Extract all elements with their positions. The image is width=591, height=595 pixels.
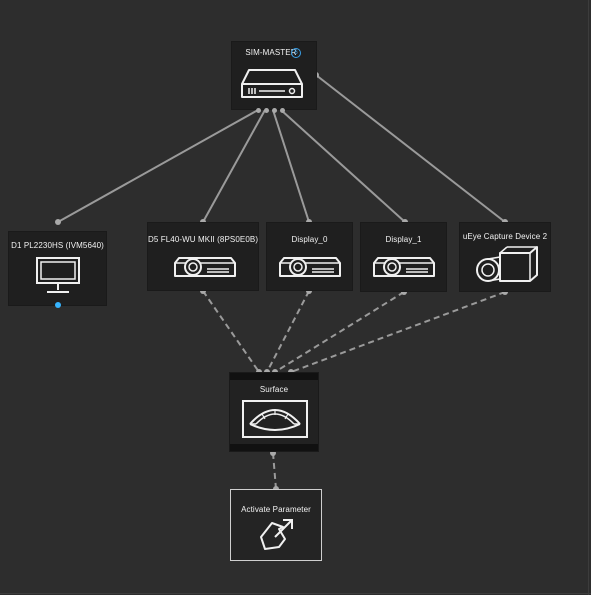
sim-master-node[interactable]: SIM-MASTER 6 <box>231 41 317 113</box>
projector-d5-title: D5 FL40-WU MKII (8PS0E0B) <box>148 235 259 244</box>
ueye-capture-title: uEye Capture Device 2 <box>462 232 548 241</box>
activate-parameter-node[interactable]: Activate Parameter <box>230 489 322 561</box>
ueye-capture-node[interactable]: uEye Capture Device 2 <box>459 222 551 292</box>
monitor-icon <box>35 256 81 296</box>
dashed-wire-d5-surface <box>202 290 260 373</box>
display-d1-status-indicator <box>55 302 61 308</box>
canvas-border-right <box>588 0 589 595</box>
dashed-wire-display1-surface <box>274 291 405 373</box>
camera-icon <box>474 245 540 287</box>
surface-title: Surface <box>259 385 289 394</box>
share-arrow-icon <box>257 517 297 557</box>
display-d1-title: D1 PL2230HS (IVM5640) <box>11 241 104 250</box>
dashed-wire-display0-surface <box>266 290 310 373</box>
wire-master-ueye <box>315 74 506 223</box>
wire-master-display0 <box>272 109 310 223</box>
wire-master-d5 <box>202 109 266 223</box>
display-1-title: Display_1 <box>385 235 422 244</box>
activate-parameter-title: Activate Parameter <box>241 505 311 514</box>
display-d1-node[interactable]: D1 PL2230HS (IVM5640) <box>8 231 107 308</box>
dashed-wire-surface-parameter <box>272 452 277 490</box>
sim-master-badge: 6 <box>291 48 301 58</box>
display-0-node[interactable]: Display_0 <box>266 222 353 291</box>
sim-master-port-4[interactable] <box>280 108 285 113</box>
display-1-node[interactable]: Display_1 <box>360 222 447 292</box>
server-icon <box>241 64 303 100</box>
projector-icon <box>278 250 342 280</box>
surface-node[interactable]: Surface <box>229 372 319 452</box>
sim-master-port-1[interactable] <box>256 108 261 113</box>
sim-master-title: SIM-MASTER <box>245 48 297 57</box>
projector-d5-node[interactable]: D5 FL40-WU MKII (8PS0E0B) <box>147 222 259 291</box>
projector-icon <box>173 250 237 280</box>
dashed-wire-ueye-surface <box>290 291 506 373</box>
sim-master-port-row <box>256 108 296 115</box>
sim-master-port-2[interactable] <box>264 108 269 113</box>
port-d1-in <box>55 219 61 225</box>
projector-icon <box>372 250 436 280</box>
wire-master-d1 <box>57 109 259 223</box>
canvas-border-bottom <box>0 593 591 594</box>
surface-icon <box>242 400 308 438</box>
sim-master-port-3[interactable] <box>272 108 277 113</box>
wire-master-display1 <box>280 109 406 223</box>
display-0-title: Display_0 <box>291 235 328 244</box>
surface-footer-bar <box>230 444 318 451</box>
surface-header-bar <box>230 373 318 380</box>
